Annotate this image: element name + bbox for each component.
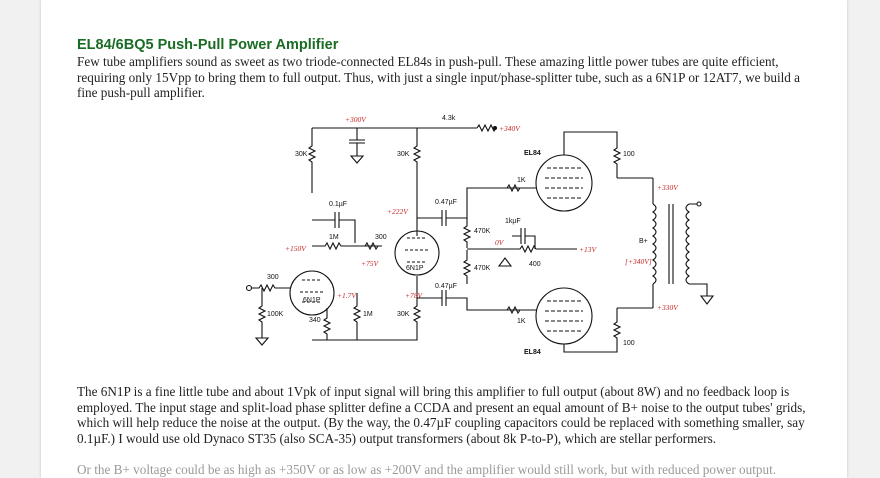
label-30k-left: 30K xyxy=(295,151,308,158)
voltage-trans-bplus: [+340V] xyxy=(625,257,652,266)
label-100k: 100K xyxy=(267,311,284,318)
label-1k-top: 1K xyxy=(517,177,526,184)
label-1k-bottom: 1K xyxy=(517,318,526,325)
voltage-78: +78V xyxy=(405,291,424,300)
voltage-300: +300V xyxy=(345,115,367,124)
label-6n1p-in: 6N1P xyxy=(303,297,321,304)
intro-paragraph: Few tube amplifiers sound as sweet as tw… xyxy=(77,54,801,101)
label-047-bottom: 0.47µF xyxy=(435,283,457,290)
voltage-13: +13V xyxy=(579,245,598,254)
label-1kuf: 1kµF xyxy=(505,218,521,225)
label-470k-bottom: 470K xyxy=(474,265,491,272)
label-30k-cath: 30K xyxy=(397,311,410,318)
label-el84-bottom: EL84 xyxy=(524,349,541,356)
label-340: 340 xyxy=(309,317,321,324)
voltage-75: +75V xyxy=(361,259,380,268)
voltage-150: +150V xyxy=(285,244,307,253)
transformer-secondary-icon xyxy=(685,203,690,285)
voltage-340: +340V xyxy=(499,124,521,133)
document-page: EL84/6BQ5 Push-Pull Power Amplifier Few … xyxy=(41,0,847,478)
voltage-1-7: +1.7V xyxy=(337,291,357,300)
tube-el84-top-icon xyxy=(535,154,593,212)
label-01uf: 0.1µF xyxy=(329,201,347,208)
tube-el84-bottom-icon xyxy=(535,287,593,345)
tube-input-icon xyxy=(289,270,335,316)
transformer-primary-icon xyxy=(652,203,657,285)
tube-split-icon xyxy=(394,230,440,276)
voltage-330-bottom: +330V xyxy=(657,303,679,312)
label-6n1p-split: 6N1P xyxy=(406,265,424,272)
voltage-0v: 0V xyxy=(495,238,505,247)
label-470k-top: 470K xyxy=(474,228,491,235)
label-1m: 1M xyxy=(329,234,339,241)
label-1m-split: 1M xyxy=(363,311,373,318)
amplifier-schematic: 4.3k +340V +300V 30K 30K 0.1µF +150V 1M … xyxy=(245,115,715,356)
label-100-bottom: 100 xyxy=(623,340,635,347)
label-047-top: 0.47µF xyxy=(435,199,457,206)
section-title: EL84/6BQ5 Push-Pull Power Amplifier xyxy=(77,37,339,53)
label-4-3k: 4.3k xyxy=(442,115,456,122)
label-bplus: B+ xyxy=(639,238,648,245)
next-paragraph-partial: Or the B+ voltage could be as high as +3… xyxy=(77,462,777,477)
label-100-top: 100 xyxy=(623,151,635,158)
label-30k-mid: 30K xyxy=(397,151,410,158)
label-400: 400 xyxy=(529,261,541,268)
label-el84-top: EL84 xyxy=(524,150,541,157)
label-300-in: 300 xyxy=(267,274,279,281)
voltage-222: +222V xyxy=(387,207,409,216)
voltage-330-top: +330V xyxy=(657,183,679,192)
label-300-split: 300 xyxy=(375,234,387,241)
body-paragraph: The 6N1P is a fine little tube and about… xyxy=(77,384,806,446)
